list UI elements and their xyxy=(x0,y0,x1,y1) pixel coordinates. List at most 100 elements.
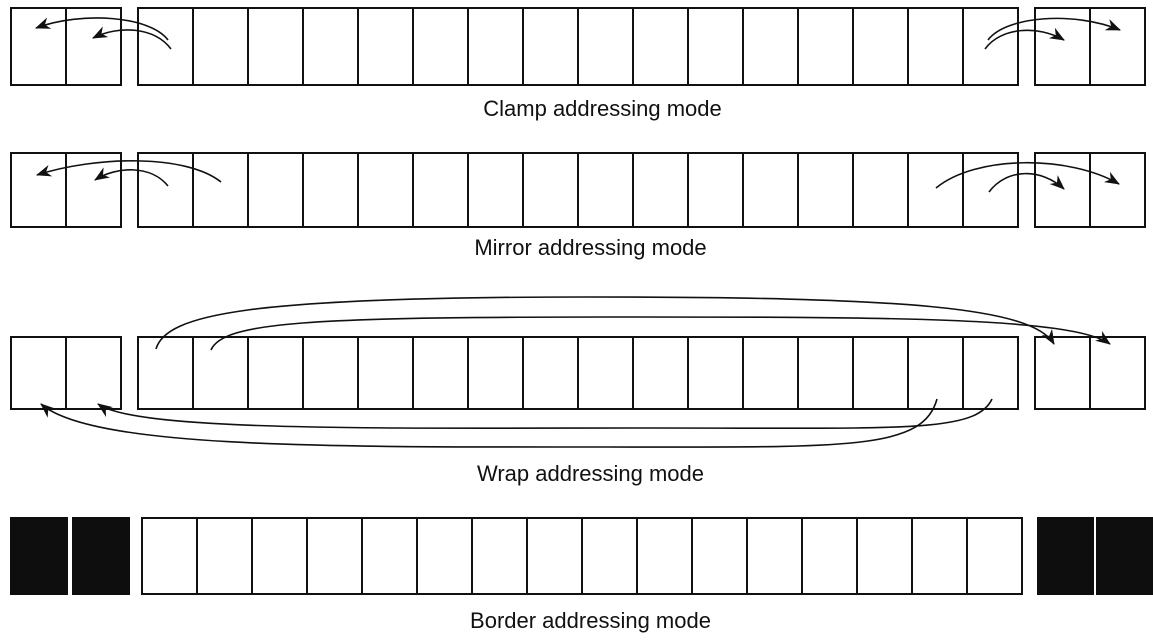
mirror-texel-12 xyxy=(742,152,799,228)
mirror-texel-1 xyxy=(137,152,194,228)
border-texel-7 xyxy=(471,517,528,595)
wrap-texel-8 xyxy=(522,336,579,410)
wrap-texel-10 xyxy=(632,336,689,410)
mirror-right-outside-2 xyxy=(1089,152,1146,228)
border-texel-10 xyxy=(636,517,693,595)
mirror-left-outside-1 xyxy=(10,152,67,228)
clamp-texel-1 xyxy=(137,7,194,86)
border-texel-6 xyxy=(416,517,473,595)
mirror-texel-4 xyxy=(302,152,359,228)
border-texel-14 xyxy=(856,517,913,595)
mirror-texel-15 xyxy=(907,152,964,228)
clamp-texel-4 xyxy=(302,7,359,86)
mirror-texel-6 xyxy=(412,152,469,228)
border-texel-1 xyxy=(141,517,198,595)
mirror-texel-11 xyxy=(687,152,744,228)
clamp-texel-6 xyxy=(412,7,469,86)
border-right-outside-2 xyxy=(1096,517,1153,595)
mirror-arrow-texel-15-to-right-outside-2 xyxy=(935,161,1120,189)
wrap-texel-12 xyxy=(742,336,799,410)
mirror-right-outside-1 xyxy=(1034,152,1091,228)
wrap-texel-9 xyxy=(577,336,634,410)
border-texel-8 xyxy=(526,517,583,595)
border-texel-4 xyxy=(306,517,363,595)
border-texel-9 xyxy=(581,517,638,595)
wrap-left-outside-1 xyxy=(10,336,67,410)
border-texel-16 xyxy=(966,517,1023,595)
wrap-arrow-texel-16-to-left-outside-2 xyxy=(97,398,993,430)
wrap-texel-11 xyxy=(687,336,744,410)
mirror-arrow-texel-2-to-left-outside-1 xyxy=(36,160,222,183)
wrap-texel-5 xyxy=(357,336,414,410)
wrap-texel-13 xyxy=(797,336,854,410)
wrap-mode-label: Wrap addressing mode xyxy=(476,461,705,486)
wrap-texel-14 xyxy=(852,336,909,410)
clamp-arrow-texel-1-to-left-outside-1 xyxy=(35,17,169,41)
mirror-mode-label: Mirror addressing mode xyxy=(474,235,707,260)
wrap-arrow-texel-2-to-right-outside-2 xyxy=(210,316,1111,351)
clamp-left-outside-1 xyxy=(10,7,67,86)
clamp-texel-9 xyxy=(577,7,634,86)
mirror-texel-8 xyxy=(522,152,579,228)
clamp-texel-13 xyxy=(797,7,854,86)
mirror-texel-7 xyxy=(467,152,524,228)
clamp-texel-3 xyxy=(247,7,304,86)
wrap-arrow-texel-1-to-right-outside-1 xyxy=(155,296,1055,350)
wrap-texel-4 xyxy=(302,336,359,410)
border-texel-5 xyxy=(361,517,418,595)
wrap-left-outside-2 xyxy=(65,336,122,410)
mirror-texel-10 xyxy=(632,152,689,228)
clamp-texel-5 xyxy=(357,7,414,86)
wrap-right-outside-1 xyxy=(1034,336,1091,410)
mirror-texel-13 xyxy=(797,152,854,228)
mirror-arrow-texel-16-to-right-outside-1 xyxy=(988,172,1065,193)
border-mode-label: Border addressing mode xyxy=(470,608,711,633)
border-left-outside-2 xyxy=(72,517,130,595)
border-texel-15 xyxy=(911,517,968,595)
mirror-arrow-texel-1-to-left-outside-2 xyxy=(94,167,169,187)
wrap-texel-6 xyxy=(412,336,469,410)
clamp-texel-11 xyxy=(687,7,744,86)
clamp-texel-14 xyxy=(852,7,909,86)
wrap-texel-7 xyxy=(467,336,524,410)
border-texel-3 xyxy=(251,517,308,595)
border-row xyxy=(10,517,1153,595)
clamp-texel-8 xyxy=(522,7,579,86)
clamp-mode-label: Clamp addressing mode xyxy=(483,96,722,121)
mirror-left-outside-2 xyxy=(65,152,122,228)
clamp-right-outside-2 xyxy=(1089,7,1146,86)
clamp-arrow-texel-16-to-right-outside-2 xyxy=(987,17,1121,41)
wrap-texel-1 xyxy=(137,336,194,410)
wrap-texel-15 xyxy=(907,336,964,410)
clamp-texel-16 xyxy=(962,7,1019,86)
wrap-texel-3 xyxy=(247,336,304,410)
wrap-row xyxy=(10,296,1146,448)
clamp-texel-10 xyxy=(632,7,689,86)
border-texel-13 xyxy=(801,517,858,595)
clamp-row xyxy=(10,7,1146,86)
clamp-texel-2 xyxy=(192,7,249,86)
mirror-texel-9 xyxy=(577,152,634,228)
clamp-arrow-texel-1-to-left-outside-2 xyxy=(92,26,172,50)
wrap-arrow-texel-15-to-left-outside-1 xyxy=(40,398,938,448)
clamp-arrow-texel-16-to-right-outside-1 xyxy=(984,27,1065,50)
clamp-left-outside-2 xyxy=(65,7,122,86)
border-right-outside-1 xyxy=(1037,517,1094,595)
mirror-texel-14 xyxy=(852,152,909,228)
mirror-texel-5 xyxy=(357,152,414,228)
wrap-texel-2 xyxy=(192,336,249,410)
mirror-texel-3 xyxy=(247,152,304,228)
wrap-right-outside-2 xyxy=(1089,336,1146,410)
mirror-row xyxy=(10,152,1146,228)
border-texel-12 xyxy=(746,517,803,595)
clamp-texel-15 xyxy=(907,7,964,86)
border-texel-2 xyxy=(196,517,253,595)
clamp-texel-12 xyxy=(742,7,799,86)
clamp-texel-7 xyxy=(467,7,524,86)
wrap-texel-16 xyxy=(962,336,1019,410)
border-left-outside-1 xyxy=(10,517,68,595)
border-texel-11 xyxy=(691,517,748,595)
clamp-right-outside-1 xyxy=(1034,7,1091,86)
